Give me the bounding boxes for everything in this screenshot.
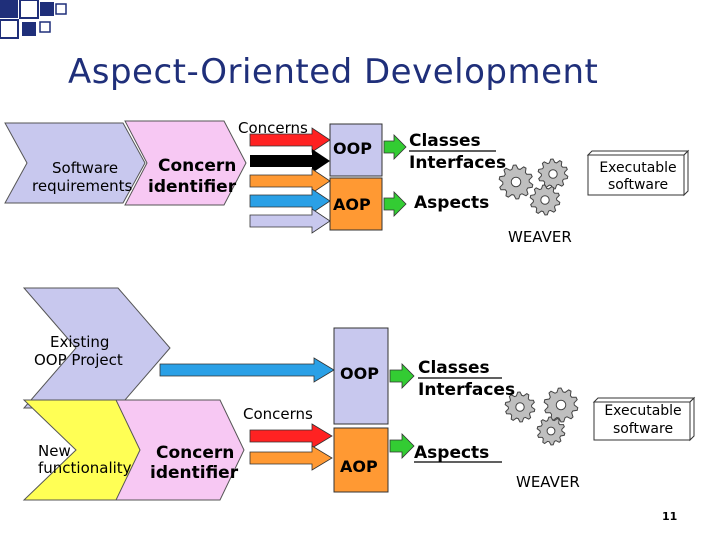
new-label: New (38, 442, 71, 460)
weaver-label: WEAVER (516, 473, 580, 491)
gear-icon (537, 158, 569, 190)
oop-to-classes-arrow (389, 363, 415, 389)
concerns-label: Concerns (238, 119, 308, 137)
orange-concern-arrow (249, 168, 331, 194)
black-concern-arrow (250, 149, 330, 173)
gear-icon (543, 387, 579, 423)
identifier-label: identifier (150, 463, 239, 483)
aop-box (329, 177, 383, 231)
red-concern-arrow (249, 127, 331, 153)
slide-title: Aspect-Oriented Development (68, 52, 599, 92)
blue-project-arrow (159, 357, 335, 383)
oop-box (333, 327, 389, 425)
aop-label: AOP (333, 195, 371, 214)
purple-concern-arrow (249, 208, 331, 234)
executable-label: Executable (599, 160, 677, 176)
requirements-label: requirements (32, 177, 133, 195)
aop-to-aspects-arrow (383, 191, 407, 217)
interfaces-label: Interfaces (418, 380, 516, 400)
concern-label: Concern (158, 156, 237, 176)
executable-software-box (586, 149, 690, 197)
red-concern-arrow (249, 423, 333, 449)
software-output-label: software (612, 421, 674, 437)
executable-software-box (592, 396, 696, 442)
concern-identifier-arrow (115, 399, 245, 501)
executable-label: Executable (604, 403, 682, 419)
oop-label: OOP (333, 139, 372, 158)
concern-label: Concern (156, 443, 235, 463)
aspects-label: Aspects (414, 443, 490, 463)
classes-label: Classes (409, 131, 481, 151)
interfaces-label: Interfaces (409, 153, 507, 173)
existing-label: Existing (50, 333, 110, 351)
gear-icon (504, 391, 536, 423)
oop-box (329, 123, 383, 177)
page-number: 11 (662, 510, 678, 523)
identifier-label: identifier (148, 177, 237, 197)
gear-icon (529, 184, 561, 216)
orange-concern-arrow (249, 445, 333, 471)
weaver-label: WEAVER (508, 228, 572, 246)
blue-concern-arrow (249, 188, 331, 214)
classes-label: Classes (418, 358, 490, 378)
logo-squares-icon (0, 0, 67, 39)
aspects-label: Aspects (414, 193, 490, 213)
aop-to-aspects-arrow (389, 433, 415, 459)
aop-label: AOP (340, 457, 378, 476)
gear-icon (498, 164, 534, 200)
oop-project-label: OOP Project (34, 351, 123, 369)
gear-icon (536, 416, 566, 446)
software-requirements-arrow (4, 122, 146, 204)
oop-label: OOP (340, 364, 379, 383)
oop-to-classes-arrow (383, 134, 407, 160)
concerns-label: Concerns (243, 405, 313, 423)
software-output-label: software (607, 177, 669, 193)
concern-identifier-arrow (124, 120, 247, 206)
aop-box (333, 427, 389, 493)
functionality-label: functionality (38, 459, 132, 477)
software-label: Software (52, 159, 119, 177)
